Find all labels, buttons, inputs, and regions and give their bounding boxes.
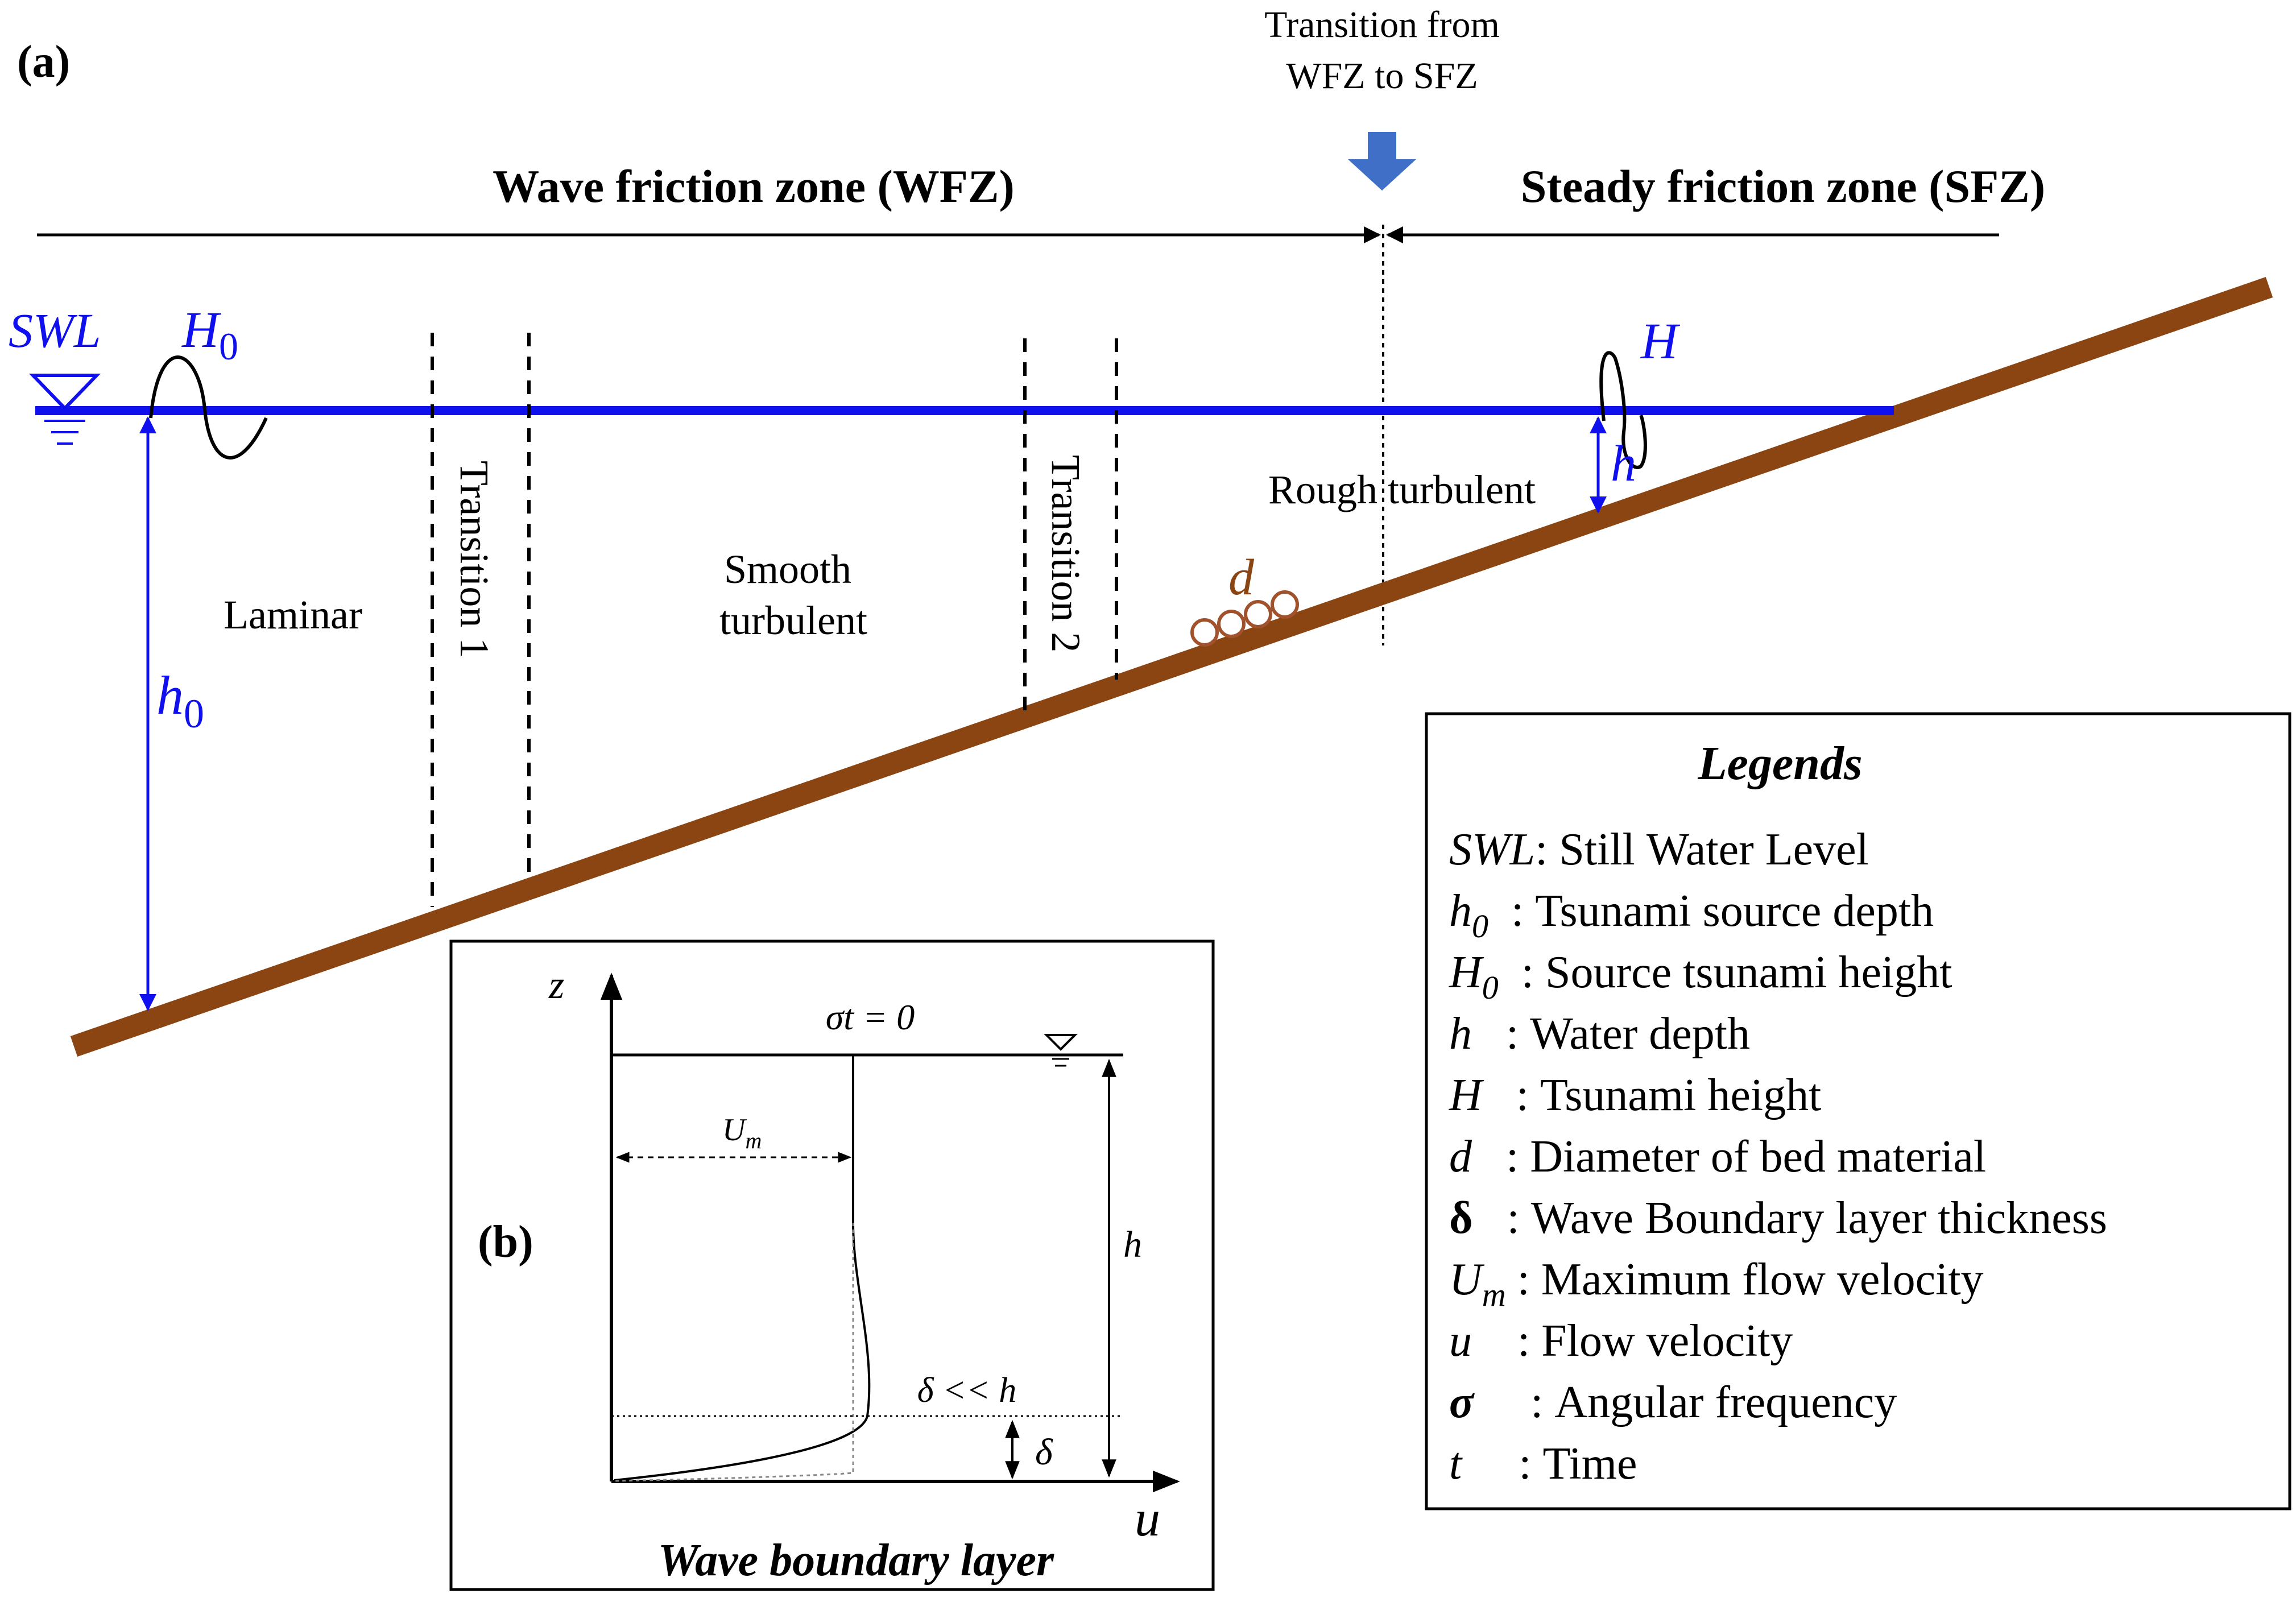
d-label: d: [1228, 549, 1255, 606]
inset-h-label: h: [1123, 1224, 1142, 1265]
legend-item: t : Time: [1449, 1439, 1637, 1489]
legend-box: [1425, 712, 2291, 1510]
H0-label: H0: [181, 302, 238, 368]
legend-heading: Legends: [1697, 737, 1862, 790]
grain-2: [1217, 610, 1246, 638]
legend-item: H : Tsunami height: [1449, 1070, 1821, 1120]
inset-z-label: z: [548, 963, 564, 1007]
panel-a-label: (a): [17, 37, 70, 87]
smooth-label-line1: Smooth: [724, 547, 851, 592]
swl-label: SWL: [9, 303, 101, 358]
source-wave: [149, 355, 268, 460]
transition-note-line1: Transition from: [1264, 4, 1500, 45]
legend-item: u : Flow velocity: [1449, 1316, 1793, 1366]
panel-b-label: (b): [478, 1217, 533, 1267]
Um-label: Um: [722, 1112, 762, 1153]
seabed-slope: [70, 277, 2273, 1057]
H-label: H: [1640, 313, 1681, 370]
smooth-label-line2: turbulent: [719, 598, 867, 643]
nearshore-wave: [1599, 351, 1647, 469]
legend-item: σ : Angular frequency: [1449, 1377, 1897, 1427]
legend-item: h : Water depth: [1449, 1009, 1750, 1059]
sfz-title: Steady friction zone (SFZ): [1521, 160, 2045, 212]
sigma-t-label: σt = 0: [826, 997, 915, 1037]
legend-item: δ : Wave Boundary layer thickness: [1449, 1193, 2107, 1243]
legend-item: SWL: Still Water Level: [1449, 825, 1869, 875]
rough-turbulent-label: Rough turbulent: [1268, 467, 1536, 512]
profile-boundary-layer: [614, 1222, 871, 1481]
inset-delta-label: δ: [1035, 1431, 1053, 1473]
transition-note-line2: WFZ to SFZ: [1286, 55, 1478, 97]
legend-item: d : Diameter of bed material: [1449, 1132, 1986, 1182]
legend-item: H0 : Source tsunami height: [1449, 947, 1952, 1006]
delta-relation: δ << h: [917, 1371, 1017, 1410]
grain-4: [1271, 590, 1299, 619]
h-label: h: [1611, 436, 1636, 492]
inset-title: Wave boundary layer: [658, 1535, 1054, 1586]
legend-item: Um : Maximum flow velocity: [1449, 1255, 1984, 1313]
bed-grains: [1190, 590, 1299, 647]
legend-items: SWL: Still Water Level h0 : Tsunami sourc…: [1449, 825, 2107, 1489]
profile-reference: [614, 1223, 854, 1482]
transition-arrow-icon: [1348, 132, 1416, 191]
laminar-label: Laminar: [224, 592, 362, 638]
inset-frame: [449, 939, 1215, 1591]
inset-swl-icon: [1044, 1034, 1078, 1051]
transition2-label: Transition 2: [1043, 455, 1089, 652]
wfz-title: Wave friction zone (WFZ): [493, 160, 1015, 212]
grain-3: [1244, 600, 1272, 628]
h0-label: h0: [156, 665, 204, 736]
inset-u-label: u: [1135, 1491, 1160, 1547]
legend-item: h0 : Tsunami source depth: [1449, 886, 1934, 945]
transition1-label: Transition 1: [452, 461, 497, 658]
swl-triangle-icon: [28, 374, 101, 411]
grain-1: [1190, 618, 1219, 647]
